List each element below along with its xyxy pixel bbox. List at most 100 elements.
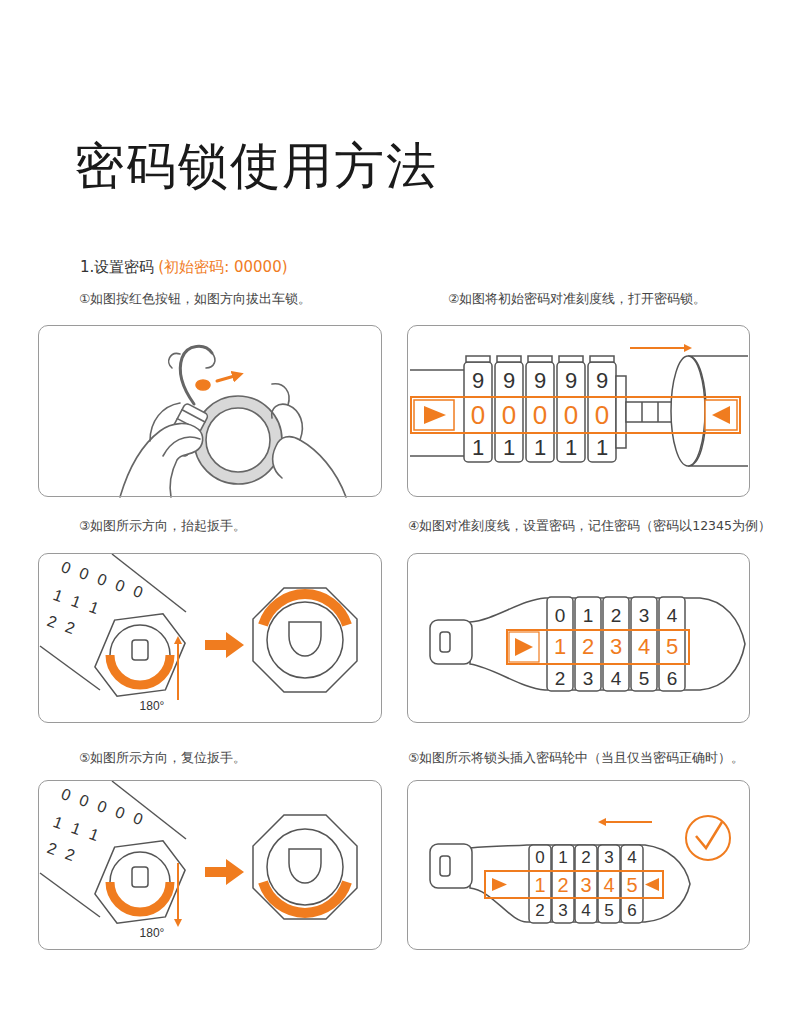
lock-cylinder-illustration-part bbox=[590, 356, 614, 362]
hands-lock-illustration-part bbox=[163, 437, 200, 456]
lock-cylinder-illustration-part bbox=[559, 356, 583, 362]
wheel-digit: 9 bbox=[534, 370, 546, 392]
lock-cylinder-illustration-part bbox=[410, 369, 465, 371]
wheel-digit: 1 bbox=[534, 875, 545, 895]
hands-lock-illustration-part bbox=[169, 353, 180, 368]
wheel-digit: 6 bbox=[627, 902, 636, 919]
lock-cylinder-illustration-part bbox=[497, 356, 521, 362]
insert-head-illustration-part bbox=[696, 822, 722, 848]
set-code-illustration bbox=[430, 597, 745, 691]
lock-cylinder-illustration-part bbox=[705, 400, 737, 430]
lock-cylinder-illustration-part bbox=[630, 347, 688, 349]
lock-cylinder-illustration-part bbox=[657, 402, 659, 422]
wheel-digit: 2 bbox=[45, 613, 59, 631]
step-panel: ⑤如图所示将锁头插入密码轮中（当且仅当密码正确时）。 bbox=[407, 780, 750, 950]
wheel-digit: 4 bbox=[627, 849, 636, 866]
wheel-digit: 6 bbox=[667, 669, 678, 688]
wheel-digit: 0 bbox=[502, 402, 516, 428]
wheel-digit: 0 bbox=[113, 804, 127, 822]
wheel-digit: 2 bbox=[611, 606, 622, 625]
wrench-up-illustration-part bbox=[253, 588, 357, 692]
wheel-digit: 1 bbox=[51, 814, 65, 832]
wheel-digit: 0 bbox=[131, 583, 145, 601]
wheel-digit: 0 bbox=[95, 798, 109, 816]
wheel-digit: 1 bbox=[472, 437, 484, 459]
wrench-down-illustration-part bbox=[110, 852, 170, 912]
set-code-illustration-part bbox=[440, 632, 450, 652]
wheel-digit: 1 bbox=[503, 437, 515, 459]
wheel-digit: 0 bbox=[59, 786, 73, 804]
wheel-digit: 2 bbox=[45, 840, 59, 858]
wrench-up-illustration-part bbox=[267, 602, 343, 678]
wheel-digit: 5 bbox=[626, 875, 637, 895]
step-caption: ①如图按红色按钮，如图方向拔出车锁。 bbox=[79, 291, 311, 306]
hands-lock-illustration-part bbox=[206, 353, 215, 368]
insert-head-illustration-part bbox=[492, 878, 507, 891]
wheel-digit: 1 bbox=[565, 437, 577, 459]
wheel-digit: 3 bbox=[639, 606, 650, 625]
wheel-digit: 4 bbox=[638, 636, 650, 658]
set-code-illustration-part bbox=[575, 597, 601, 691]
wrench-down-illustration-part bbox=[112, 781, 186, 839]
wrench-up-illustration bbox=[40, 554, 357, 705]
step-panel: ②如图将初始密码对准刻度线，打开密码锁。 bbox=[407, 325, 750, 497]
step-panel: ④如图对准刻度线，设置密码，记住密码（密码以12345为例） bbox=[407, 553, 750, 723]
set-code-illustration-part bbox=[430, 620, 472, 664]
insert-head-illustration-part bbox=[552, 845, 574, 923]
step-panel: ③如图所示方向，抬起扳手。 bbox=[38, 553, 382, 723]
hands-lock-illustration-part bbox=[196, 380, 210, 390]
insert-head-illustration-part bbox=[470, 845, 690, 922]
insert-head-illustration-part bbox=[529, 845, 551, 923]
wheel-digit: 4 bbox=[581, 902, 590, 919]
wheel-digit: 9 bbox=[503, 370, 515, 392]
hands-lock-illustration-part bbox=[194, 396, 282, 484]
lock-cylinder-illustration-part bbox=[464, 362, 492, 462]
lock-cylinder-illustration-part bbox=[528, 356, 552, 362]
lock-cylinder-illustration-part bbox=[411, 397, 740, 433]
wrench-down-illustration-part bbox=[177, 863, 179, 923]
wrench-down-illustration-part bbox=[253, 815, 357, 919]
wheel-digit: 0 bbox=[533, 402, 547, 428]
wrench-down-illustration-part bbox=[205, 859, 244, 885]
lock-cylinder-illustration-part bbox=[424, 406, 446, 424]
wrench-down-illustration bbox=[40, 781, 357, 932]
wheel-digit: 0 bbox=[59, 559, 73, 577]
set-code-illustration-part bbox=[547, 597, 573, 691]
insert-head-illustration-part bbox=[575, 845, 597, 923]
wheel-digit: 4 bbox=[667, 606, 678, 625]
wheel-digit: 2 bbox=[557, 875, 568, 895]
wheel-digit: 0 bbox=[77, 565, 91, 583]
wheel-digit: 1 bbox=[558, 849, 567, 866]
wheel-digit: 1 bbox=[87, 599, 101, 617]
lock-cylinder-illustration-part bbox=[641, 402, 643, 422]
wheel-digit: 2 bbox=[63, 619, 77, 637]
wrench-up-illustration-part bbox=[289, 622, 321, 656]
step-caption: ⑤如图所示将锁头插入密码轮中（当且仅当密码正确时）。 bbox=[408, 750, 744, 765]
section-heading: 1.设置密码(初始密码: 00000) bbox=[80, 258, 288, 276]
wheel-digit: 2 bbox=[581, 849, 590, 866]
hands-lock-illustration-part bbox=[200, 402, 276, 478]
page-title: 密码锁使用方法 bbox=[74, 136, 438, 196]
wrench-up-illustration-part bbox=[91, 605, 188, 704]
insert-head-illustration-part bbox=[621, 845, 643, 923]
wheel-digit: 1 bbox=[583, 606, 594, 625]
wheel-digit: 1 bbox=[51, 587, 65, 605]
insert-head-illustration-part bbox=[440, 856, 450, 876]
lock-cylinder-illustration-part bbox=[616, 376, 626, 448]
wheel-digit: 3 bbox=[583, 669, 594, 688]
set-code-illustration-part bbox=[631, 597, 657, 691]
set-code-illustration-part bbox=[603, 597, 629, 691]
wrench-up-illustration-part bbox=[263, 594, 347, 625]
wheel-digit: 5 bbox=[666, 636, 678, 658]
hands-lock-illustration-part-part bbox=[182, 410, 205, 422]
step-panel: ⑤如图所示方向，复位扳手。 bbox=[38, 780, 382, 950]
wrench-down-illustration-part bbox=[91, 832, 188, 931]
hands-lock-illustration-part bbox=[273, 437, 346, 497]
wheel-digit: 5 bbox=[639, 669, 650, 688]
lock-cylinder-illustration-part bbox=[410, 455, 465, 457]
wheel-digit: 2 bbox=[582, 636, 594, 658]
set-code-illustration-part bbox=[509, 632, 539, 662]
wheel-digit: 0 bbox=[77, 792, 91, 810]
insert-head-illustration-part bbox=[485, 871, 663, 898]
insert-head-illustration-part bbox=[598, 845, 620, 923]
